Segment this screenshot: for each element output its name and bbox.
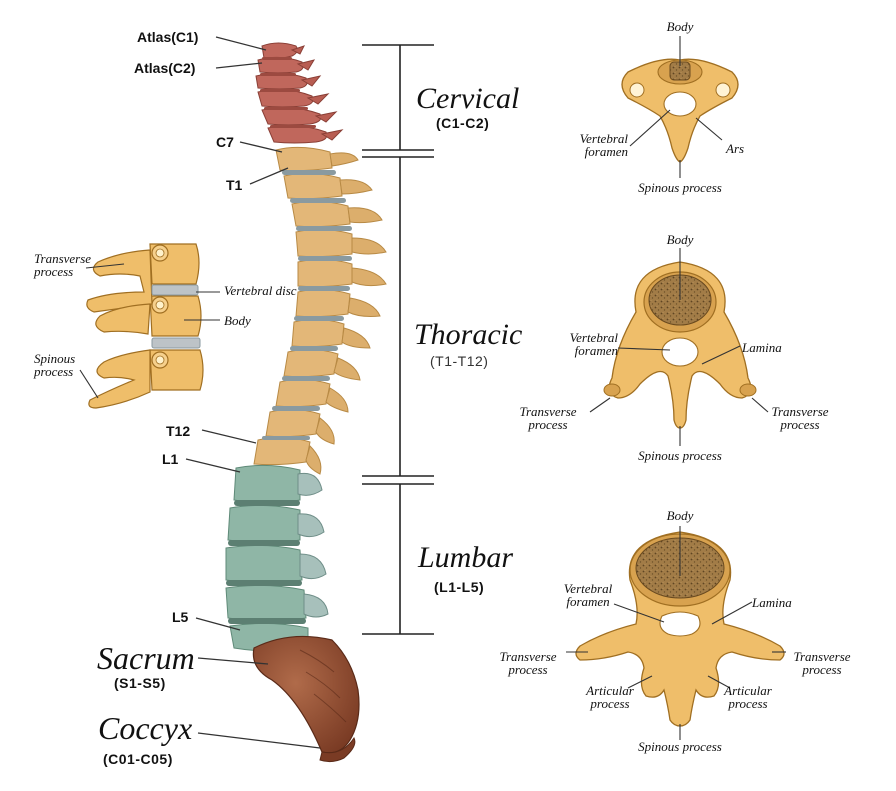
side-view-vertebrae	[79, 243, 220, 409]
thoracic-spinous-label: Spinous process	[638, 448, 722, 463]
region-thoracic-range: (T1-T12)	[430, 353, 489, 369]
label-t12: T12	[166, 423, 191, 439]
thoracic-discs	[262, 170, 352, 440]
thoracic-processes	[305, 152, 387, 475]
region-brackets	[362, 44, 434, 635]
region-lumbar-name: Lumbar	[418, 541, 514, 574]
thoracic-body-label: Body	[666, 232, 694, 247]
lumbar-transverse-right-label: Transverse process	[793, 649, 851, 677]
side-spinous-process-label: Spinous process	[34, 351, 76, 379]
label-l5: L5	[172, 609, 189, 625]
lumbar-foramen-label: Vertebral foramen	[563, 581, 613, 609]
cervical-body-label: Body	[666, 19, 694, 34]
region-thoracic-name: Thoracic	[414, 318, 523, 351]
lumbar-spinous-label: Spinous process	[638, 739, 722, 754]
thoracic-lamina-label: Lamina	[742, 340, 782, 355]
thoracic-transverse-left-label: Transverse process	[519, 404, 577, 432]
lumbar-vertebrae	[225, 464, 309, 652]
spine	[225, 42, 387, 763]
label-t1: T1	[226, 177, 243, 193]
lumbar-lamina-label: Lamina	[752, 595, 792, 610]
cervical-discs	[260, 57, 316, 128]
lumbar-transverse-left-label: Transverse process	[499, 649, 557, 677]
region-cervical-name: Cervical	[416, 82, 520, 115]
sacrum-shape	[252, 635, 360, 754]
spine-leader-lines	[185, 36, 321, 749]
side-transverse-process-label: Transverse process	[34, 251, 92, 279]
thoracic-vertebra-illustration	[589, 248, 769, 446]
thoracic-transverse-right-label: Transverse process	[771, 404, 829, 432]
cervical-foramen-label: Vertebral foramen	[579, 131, 628, 159]
lumbar-vertebra-illustration	[566, 526, 786, 740]
side-vertebral-disc-label: Vertebral disc	[224, 283, 297, 298]
coccyx-shape	[319, 737, 356, 763]
side-body-label: Body	[224, 313, 251, 328]
lumbar-articular-left-label: Articular process	[586, 683, 634, 711]
cervical-vertebra-illustration	[621, 36, 739, 178]
label-atlas-c2: Atlas(C2)	[134, 60, 196, 76]
region-lumbar-range: (L1-L5)	[434, 579, 485, 595]
region-sacrum-range: (S1-S5)	[114, 675, 166, 691]
region-cervical-range: (C1-C2)	[436, 115, 490, 131]
cervical-spinous-label: Spinous process	[638, 180, 722, 195]
region-sacrum-name: Sacrum	[97, 640, 195, 676]
lumbar-processes	[297, 472, 329, 618]
lumbar-body-label: Body	[666, 508, 694, 523]
lumbar-discs	[226, 500, 306, 624]
region-coccyx-name: Coccyx	[98, 710, 193, 746]
thoracic-vertebrae	[253, 146, 353, 466]
label-c7: C7	[216, 134, 234, 150]
thoracic-foramen-label: Vertebral foramen	[569, 330, 618, 358]
region-coccyx-range: (C01-C05)	[103, 751, 173, 767]
label-atlas-c1: Atlas(C1)	[137, 29, 199, 45]
label-l1: L1	[162, 451, 179, 467]
cervical-ars-label: Ars	[726, 141, 745, 156]
lumbar-articular-right-label: Articular process	[724, 683, 772, 711]
